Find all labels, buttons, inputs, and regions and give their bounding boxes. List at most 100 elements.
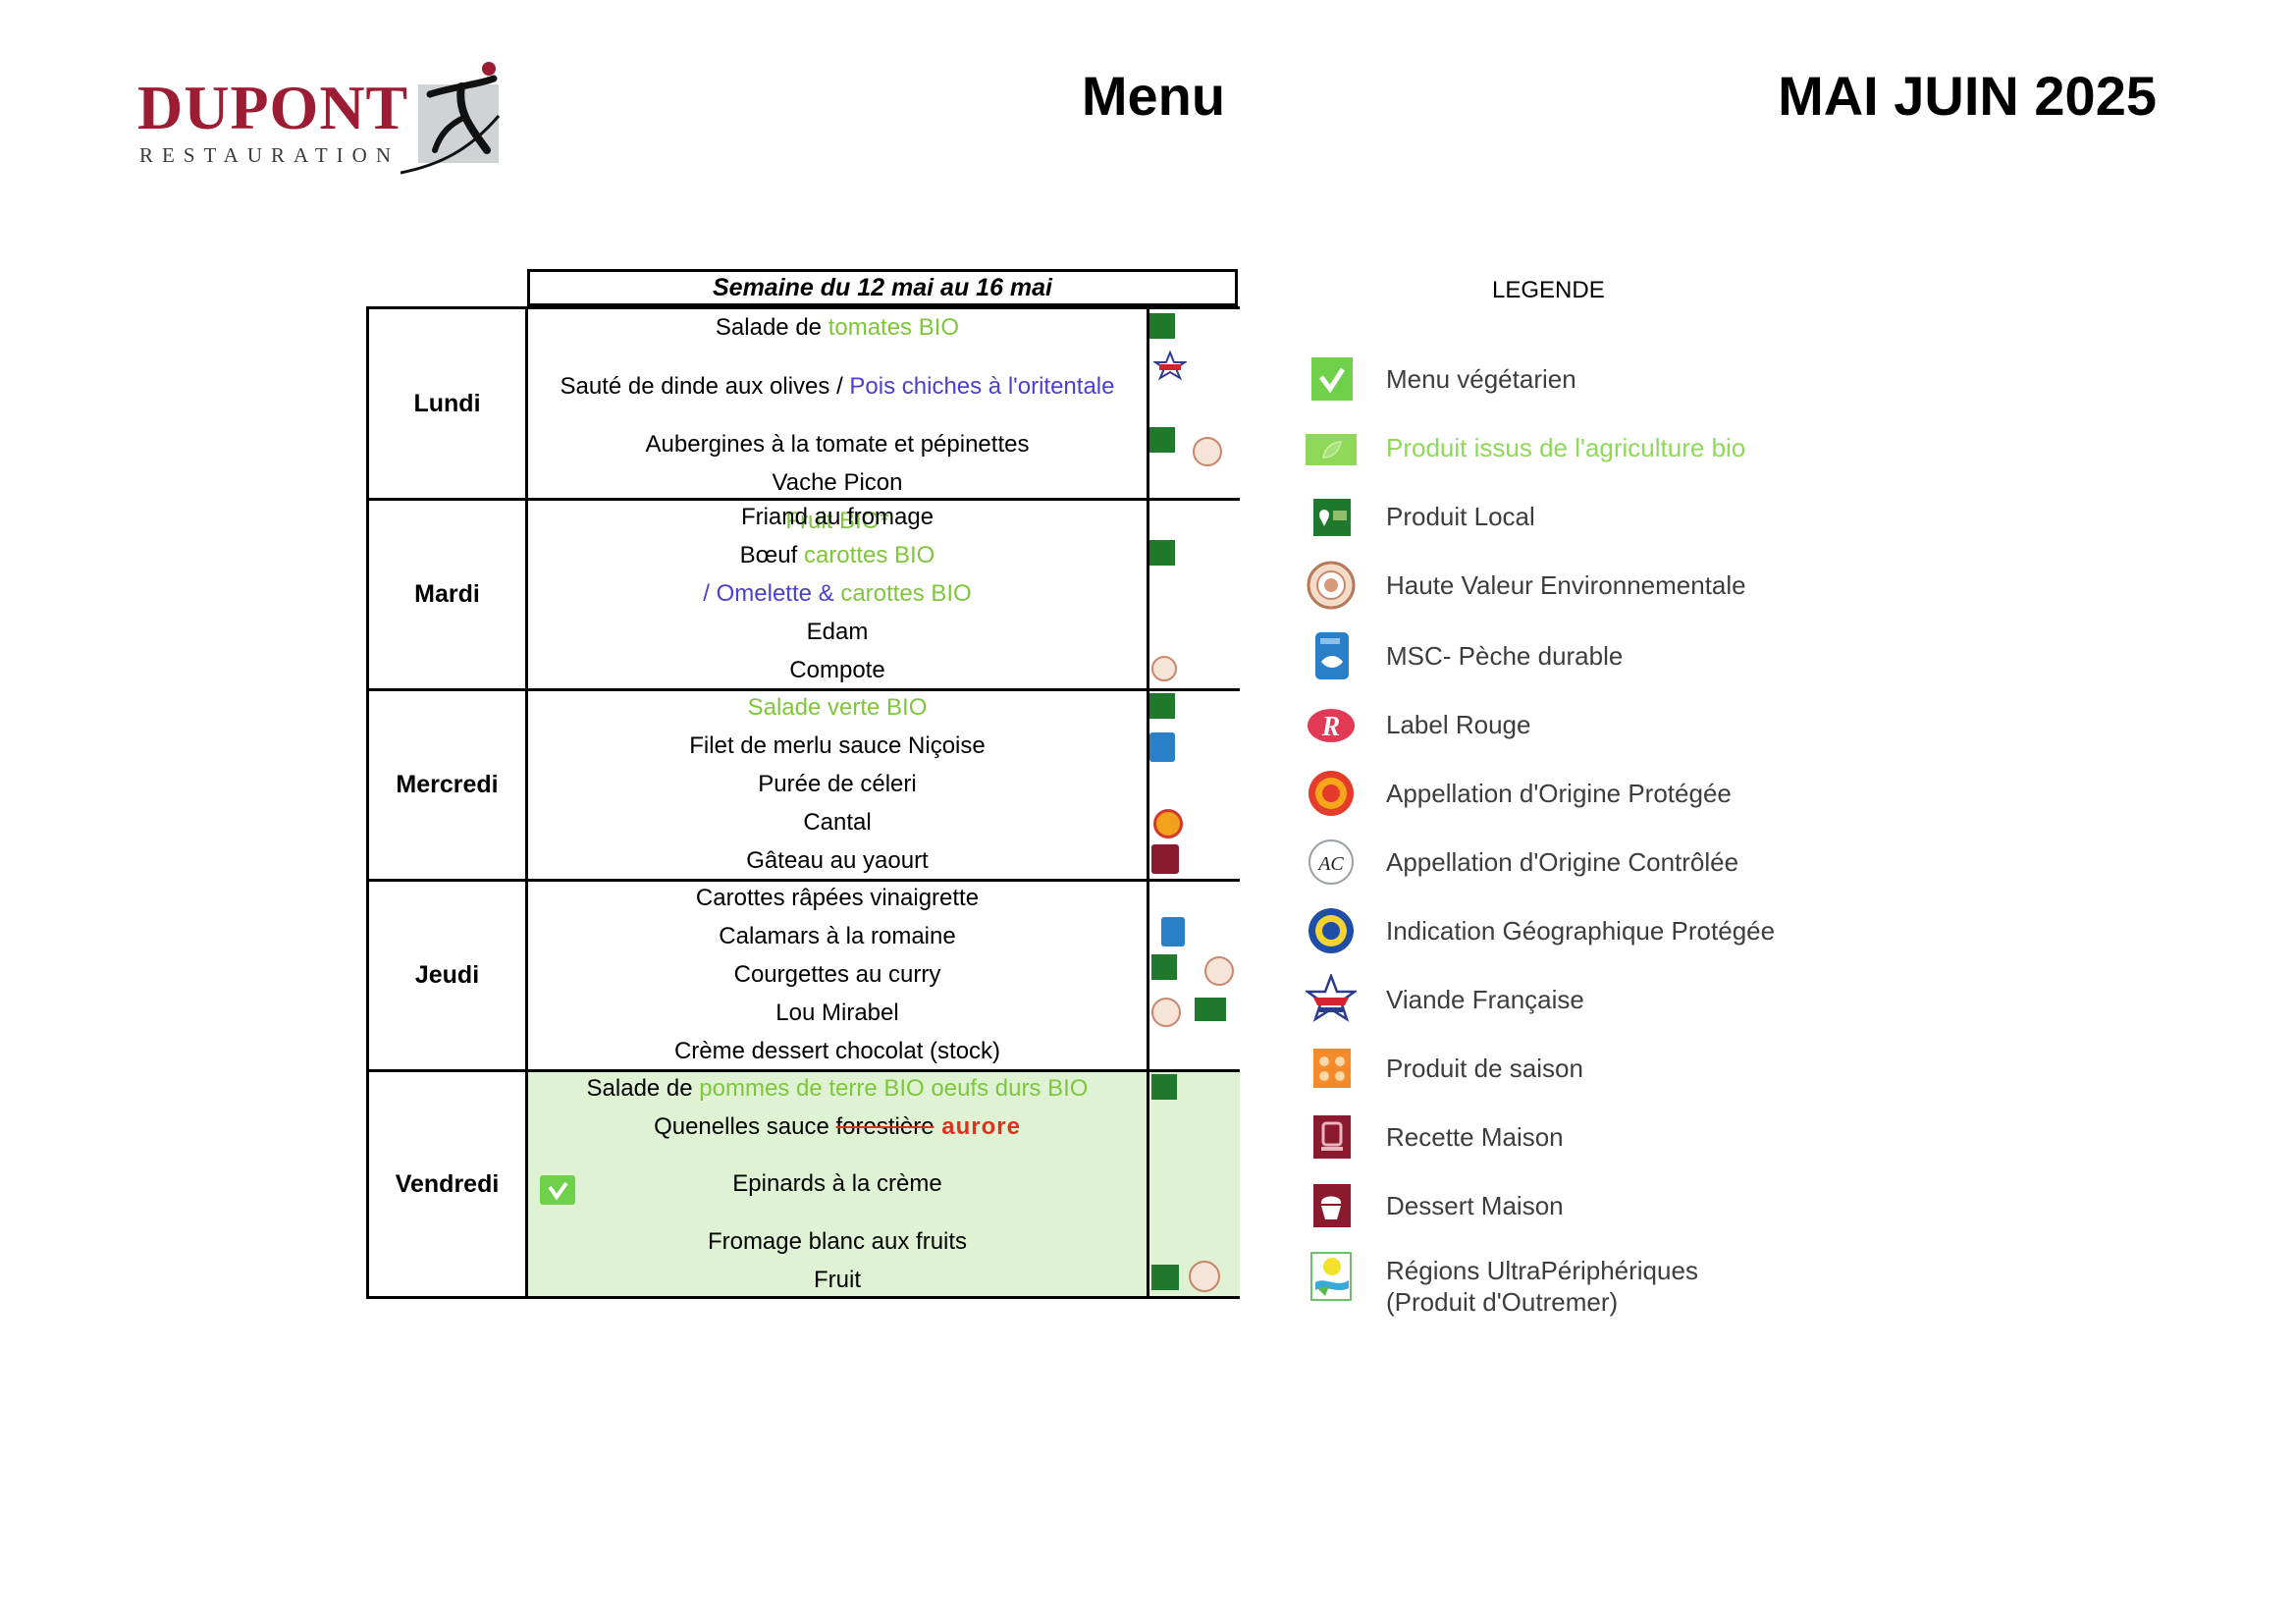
dish-text: Salade de [715,314,828,341]
dish-text: Salade verte BIO [747,694,928,721]
legend-item: Produit issus de l'agriculture bio [1306,422,1914,475]
dish-item: Filet de merlu sauce Niçoise [528,731,1147,761]
dish-text: Calamars à la romaine [719,923,956,949]
dish-item: Quenelles sauce forestière aurore [528,1112,1147,1142]
legend-label: Produit de saison [1386,1054,1583,1083]
dish-item: Courgettes au curry [528,960,1147,990]
menu-table: Lundi Salade de tomates BIO Sauté de dind… [366,306,1240,1299]
dupont-logo: DUPONT RESTAURATION [135,57,508,185]
igp-seal-icon [1308,908,1354,953]
local-product-icon [1149,427,1175,453]
dish-text: pommes de terre BIO oeufs durs BIO [699,1075,1089,1102]
dish-text: Fruit [814,1267,861,1293]
hve-seal-icon [1151,656,1177,681]
dish-item: Vache Picon [528,468,1147,498]
vegetarian-icon [1311,357,1353,401]
dish-item: Friand au fromage [528,503,1147,532]
aop-seal-icon [1308,771,1354,816]
legend-label: Appellation d'Origine Contrôlée [1386,847,1739,877]
legend-label: Menu végétarien [1386,364,1576,394]
dish-text: Purée de céleri [758,771,917,797]
legend-item: Haute Valeur Environnementale [1306,560,1914,613]
legend-item: Produit de saison [1306,1043,1914,1096]
french-meat-icon [1306,974,1357,1022]
legend-label: Dessert Maison [1386,1191,1564,1220]
hve-seal-icon [1193,437,1222,466]
dish-item: Salade de tomates BIO [528,313,1147,343]
dish-text: Bœuf [739,542,804,568]
vegetarian-icon [540,1175,575,1205]
local-product-icon [1149,313,1175,339]
msc-fish-icon [1315,632,1349,679]
legend-item: Produit Local [1306,491,1914,544]
dish-item: Crème dessert chocolat (stock) [528,1037,1147,1066]
dish-text: Edam [806,619,869,645]
dish-item: Edam [528,618,1147,647]
dish-text: tomates BIO [828,314,960,341]
local-product-icon [1151,1074,1177,1100]
dish-item: Carottes râpées vinaigrette [528,884,1147,913]
legend-label: Produit issus de l'agriculture bio [1386,433,1746,462]
day-label: Lundi [366,309,528,498]
legend-item: AC Appellation d'Origine Contrôlée [1306,837,1914,890]
legend-item: Appellation d'Origine Protégée [1306,768,1914,821]
label-icons [1149,691,1240,879]
legend-label: Label Rouge [1386,710,1531,739]
dish-text: carottes BIO [840,580,972,607]
dish-item: Lou Mirabel [528,999,1147,1028]
dish-text: Salade de [586,1075,700,1102]
dish-text: Vache Picon [772,469,903,496]
dish-item: Salade verte BIO [528,693,1147,723]
dish-text: carottes BIO [803,542,935,568]
dish-text: Fruit BIO* [785,508,889,534]
hve-seal-icon [1204,956,1234,986]
dish-text: Filet de merlu sauce Niçoise [689,732,986,759]
legend-item: Indication Géographique Protégée [1306,905,1914,958]
day-row-mercredi: Mercredi Salade verte BIO Filet de merlu … [366,688,1240,879]
dish-text: Courgettes au curry [733,961,941,988]
dish-text: Pois chiches à l'oritentale [849,373,1115,400]
dish-text: / Omelette & [703,580,841,607]
organic-leaf-icon [1306,434,1357,465]
label-icons [1149,309,1240,498]
logo-wordmark: DUPONT [137,73,409,142]
seasonal-product-icon [1313,1049,1351,1088]
local-product-icon [1313,499,1351,536]
dish-item: Purée de céleri [528,770,1147,799]
dish-text: Compote [789,657,885,683]
dish-text: Epinards à la crème [732,1170,942,1197]
legend-label: Recette Maison [1386,1122,1564,1152]
dish-item: Bœuf carottes BIO [528,541,1147,570]
aop-seal-icon [1153,809,1183,839]
local-product-icon [1151,954,1177,980]
legend-item: Viande Française [1306,974,1914,1027]
aoc-seal-icon: AC [1308,839,1354,885]
dish-list: Salade de pommes de terre BIO oeufs durs… [528,1072,1149,1296]
legend-label: Haute Valeur Environnementale [1386,570,1746,600]
dish-text: Aubergines à la tomate et pépinettes [645,431,1030,458]
legend-item: Menu végétarien [1306,353,1914,406]
dish-text: Gâteau au yaourt [746,847,929,874]
dish-item: Fromage blanc aux fruits [528,1227,1147,1257]
dish-text: Friand au fromage [740,504,934,530]
runner-logo-icon [400,62,501,175]
dish-text: Crème dessert chocolat (stock) [673,1038,1001,1064]
dish-item: Sauté de dinde aux olives / Pois chiches… [528,372,1147,402]
dish-item: Aubergines à la tomate et pépinettes [528,430,1147,460]
legend-label: Régions UltraPériphériques [1386,1256,1698,1285]
dish-item: Compote [528,656,1147,685]
overseas-regions-icon [1310,1252,1352,1301]
dish-item: Gâteau au yaourt [528,846,1147,876]
local-product-icon [1195,998,1226,1021]
day-label: Vendredi [366,1072,528,1296]
svg-text:R: R [1321,712,1341,742]
day-label: Mercredi [366,691,528,879]
legend-item: MSC- Pèche durable [1306,630,1914,683]
dish-text: Sauté de dinde aux olives / [560,373,850,400]
homemade-recipe-icon [1313,1115,1351,1159]
legend-item: Régions UltraPériphériques (Produit d'Ou… [1306,1251,1914,1322]
label-icons [1149,1072,1240,1296]
